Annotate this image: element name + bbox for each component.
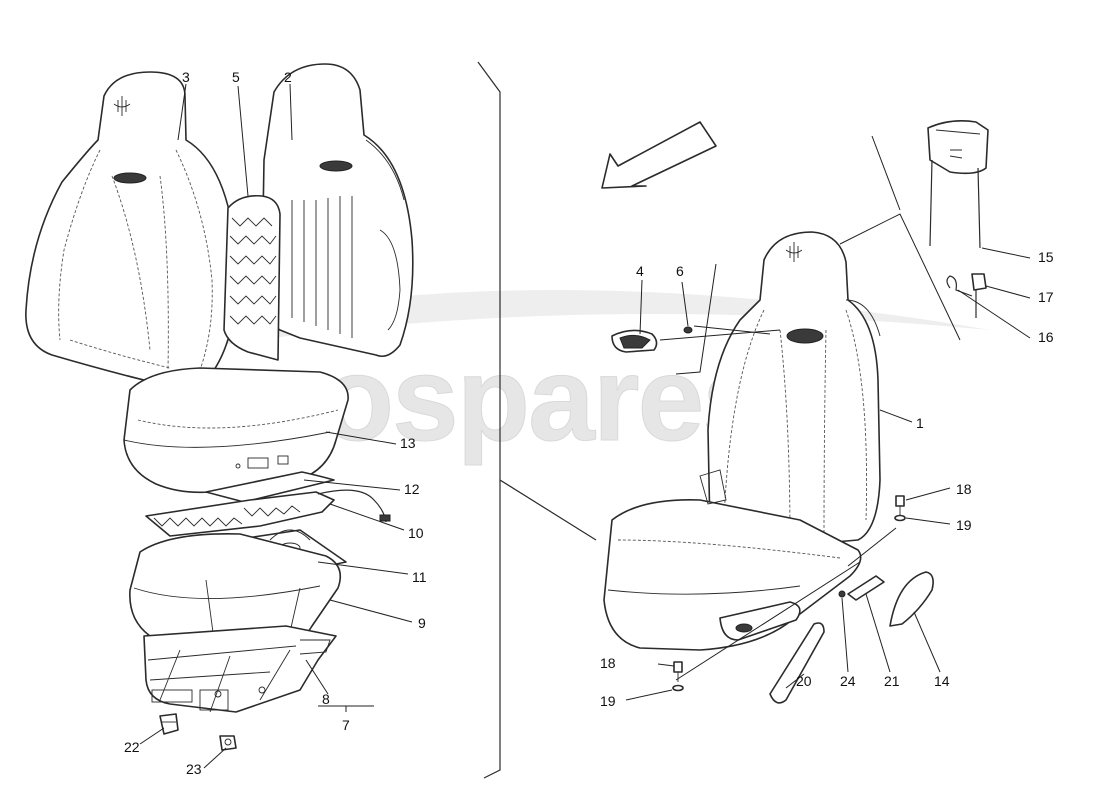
- headrest: [927, 120, 989, 249]
- headrest-bezel: [611, 329, 658, 353]
- callout-13: 13: [400, 435, 416, 451]
- callout-19-upper: 19: [956, 517, 972, 533]
- seat-cushion-cover: [123, 367, 349, 494]
- screw-lower: [673, 661, 683, 682]
- backrest-cover: [25, 71, 238, 391]
- callout-17: 17: [1038, 289, 1054, 305]
- callout-10: 10: [408, 525, 424, 541]
- callout-18-lower: 18: [600, 655, 616, 671]
- callout-3: 3: [182, 69, 190, 85]
- callout-12: 12: [404, 481, 420, 497]
- callout-8: 8: [322, 691, 330, 707]
- callout-numbers: 3 5 2 13 12 10 11 9 8 7 22 23 4 6 15 17 …: [124, 69, 1054, 777]
- bezel-plug: [683, 326, 693, 334]
- plug: [219, 735, 237, 751]
- complete-seat: [603, 231, 881, 651]
- callout-18-upper: 18: [956, 481, 972, 497]
- seat-frame: [143, 625, 337, 713]
- washer-lower: [672, 684, 684, 692]
- maserati-trident-icon: [113, 96, 131, 116]
- callout-2: 2: [284, 69, 292, 85]
- callout-11: 11: [412, 569, 427, 585]
- backrest-padding: [223, 194, 281, 361]
- screw-upper: [895, 495, 905, 516]
- callout-19-lower: 19: [600, 693, 616, 709]
- locking-clip: [946, 275, 973, 297]
- callout-14: 14: [934, 673, 950, 689]
- heating-mat: [205, 471, 335, 503]
- callout-4: 4: [636, 263, 644, 279]
- callout-21: 21: [884, 673, 900, 689]
- callout-23: 23: [186, 761, 202, 777]
- clip: [159, 713, 179, 735]
- callout-20: 20: [796, 673, 812, 689]
- callout-22: 22: [124, 739, 140, 755]
- callout-16: 16: [1038, 329, 1054, 345]
- callout-5: 5: [232, 69, 240, 85]
- callout-9: 9: [418, 615, 426, 631]
- callout-7: 7: [342, 717, 350, 733]
- callout-6: 6: [676, 263, 684, 279]
- seat-foam: [129, 533, 342, 652]
- callout-24: 24: [840, 673, 856, 689]
- trim-strip: [847, 575, 885, 601]
- divider-line: [477, 61, 597, 779]
- rail-cover: [769, 622, 825, 704]
- callout-1: 1: [916, 415, 924, 431]
- heating-element: [145, 489, 391, 537]
- washer-upper: [894, 514, 906, 522]
- leader-lines: [139, 83, 1031, 769]
- guide-sleeve: [971, 273, 987, 318]
- backrest-rear: [261, 63, 414, 358]
- callout-15: 15: [1038, 249, 1054, 265]
- side-cover: [889, 571, 934, 627]
- direction-arrow-icon: [601, 121, 717, 189]
- rail-screw: [838, 590, 846, 598]
